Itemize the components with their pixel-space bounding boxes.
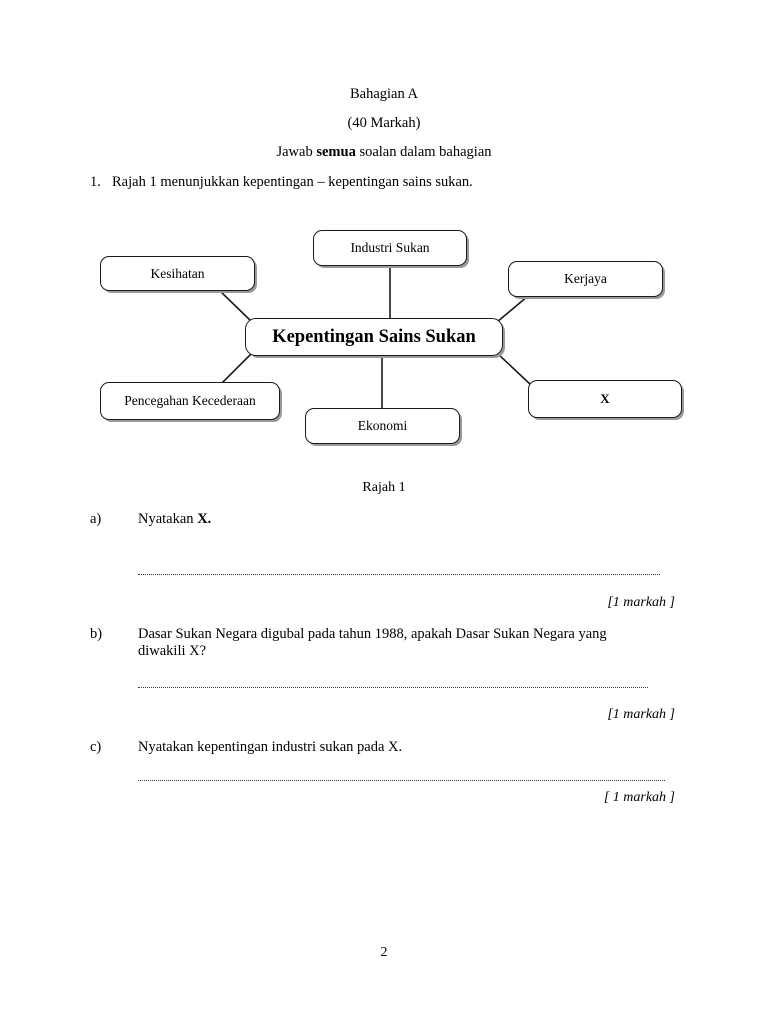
node-kerjaya: Kerjaya <box>508 261 663 297</box>
subquestion-b-line-1: Dasar Sukan Negara digubal pada tahun 19… <box>138 626 607 642</box>
answer-line-b[interactable] <box>138 685 648 688</box>
subquestion-a-marks: [1 markah ] <box>607 595 675 610</box>
node-label: Ekonomi <box>357 418 408 433</box>
section-marks: (40 Markah) <box>347 115 421 131</box>
instruction-pre: Jawab <box>276 144 317 160</box>
question-1-number: 1. <box>90 174 101 190</box>
node-label: Industri Sukan <box>350 240 430 255</box>
answer-line-c[interactable] <box>138 778 665 781</box>
node-x: X <box>528 380 682 418</box>
node-kesihatan: Kesihatan <box>100 256 255 291</box>
section-heading: Bahagian A <box>349 86 419 102</box>
node-center-kepentingan-sains-sukan: Kepentingan Sains Sukan <box>245 318 503 356</box>
subquestion-b-label: b) <box>90 626 103 642</box>
question-1-text: Rajah 1 menunjukkan kepentingan – kepent… <box>112 174 473 190</box>
subquestion-a-label: a) <box>90 511 102 527</box>
subquestion-c-label: c) <box>90 739 102 755</box>
instruction-post: soalan dalam bahagian <box>355 144 492 160</box>
node-label: Kesihatan <box>150 265 205 281</box>
answer-line-a[interactable] <box>138 572 660 575</box>
subquestion-c-line-1: Nyatakan kepentingan industri sukan pada… <box>138 739 403 755</box>
subquestion-b-line-2: diwakili X? <box>138 643 207 659</box>
subquestion-a-text-bold: X. <box>197 511 212 527</box>
node-label: Pencegahan Kecederaan <box>124 393 256 408</box>
node-label: X <box>600 391 610 406</box>
subquestion-c-text: Nyatakan kepentingan industri sukan pada… <box>138 739 668 756</box>
subquestion-b-text: Dasar Sukan Negara digubal pada tahun 19… <box>138 626 668 660</box>
instruction-emphasis: semua <box>316 144 356 160</box>
subquestion-b-marks: [1 markah ] <box>607 707 675 722</box>
node-industri-sukan: Industri Sukan <box>313 230 467 266</box>
node-label: Kerjaya <box>564 271 607 286</box>
page-number: 2 <box>380 945 388 960</box>
node-pencegahan-kecederaan: Pencegahan Kecederaan <box>100 382 280 420</box>
subquestion-a-text: Nyatakan X. <box>138 511 211 528</box>
subquestion-a-text-plain: Nyatakan <box>138 511 198 527</box>
figure-caption: Rajah 1 <box>362 480 406 495</box>
section-instruction: Jawab semua soalan dalam bahagian <box>0 144 768 161</box>
node-ekonomi: Ekonomi <box>305 408 460 444</box>
subquestion-c-marks: [ 1 markah ] <box>603 790 675 805</box>
question-1-stem: 1. Rajah 1 menunjukkan kepentingan – kepe… <box>90 174 473 191</box>
node-label: Kepentingan Sains Sukan <box>272 326 476 347</box>
